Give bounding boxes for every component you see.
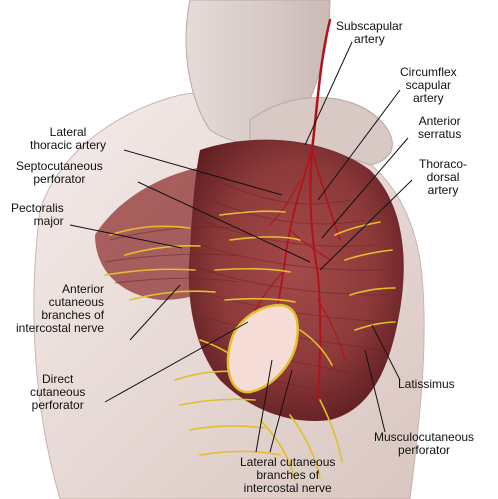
label-pectoralis-major: Pectoralis major <box>11 202 64 228</box>
label-subscapular-artery: Subscapular artery <box>336 20 403 46</box>
label-lateral-thoracic-artery: Lateral thoracic artery <box>30 126 106 152</box>
label-latissimus: Latissimus <box>398 378 455 391</box>
label-thoracodorsal-artery: Thoraco- dorsal artery <box>419 158 467 197</box>
label-anterior-serratus: Anterior serratus <box>418 115 461 141</box>
label-musculocutaneous-perforator: Musculocutaneous perforator <box>374 431 474 457</box>
label-lateral-cutaneous-branches: Lateral cutaneous branches of intercosta… <box>240 456 335 495</box>
label-septocutaneous-perforator: Septocutaneous perforator <box>16 160 103 186</box>
label-anterior-cutaneous-branches: Anterior cutaneous branches of intercost… <box>16 283 104 335</box>
label-direct-cutaneous-perforator: Direct cutaneous perforator <box>30 373 85 412</box>
label-circumflex-scapular-artery: Circumflex scapular artery <box>400 66 457 105</box>
